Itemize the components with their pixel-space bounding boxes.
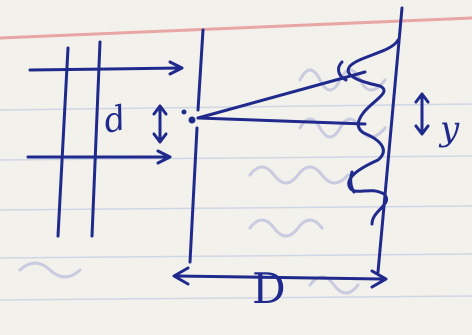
lower-maximum-hump [349, 170, 356, 194]
ray-to-central-maximum [196, 116, 367, 126]
distance-arrow [174, 274, 386, 281]
slit-barrier-upper [196, 28, 205, 112]
fringe-width-label: y [440, 109, 460, 149]
upper-maximum-hump [337, 60, 348, 82]
distance-arrowhead-right [370, 269, 388, 289]
slit-arrowhead-up [152, 104, 168, 116]
ruled-lines [0, 103, 472, 301]
ray-arrowhead-top [168, 60, 184, 76]
slit-point-upper [181, 109, 187, 115]
incident-ray-top [28, 66, 182, 72]
ink-drawing [26, 6, 430, 289]
interference-intensity-curve [346, 38, 400, 226]
ray-arrowhead-bottom [156, 149, 172, 165]
wavefront-line-2 [90, 40, 102, 238]
slit-arrowhead-down [152, 132, 168, 144]
screen-distance-label: D [252, 264, 286, 313]
fringe-arrowhead-up [414, 92, 430, 104]
slit-point [188, 116, 196, 124]
slit-barrier-lower [188, 126, 199, 264]
wavefront-line-1 [56, 46, 70, 238]
distance-arrowhead-left [172, 266, 190, 286]
ray-to-upper-maximum [196, 70, 367, 120]
fringe-arrowhead-down [414, 124, 430, 136]
screen-line [376, 6, 404, 274]
red-margin-line [0, 16, 472, 40]
